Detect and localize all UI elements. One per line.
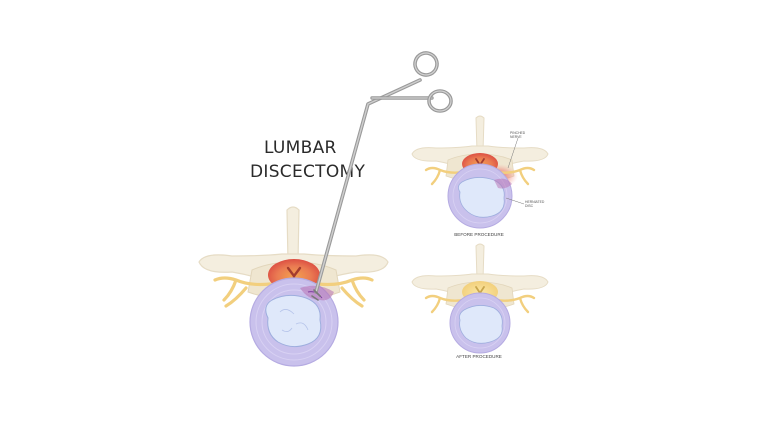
surgical-grasper <box>311 51 453 301</box>
before-procedure-figure: PINCHED NERVE HERNIATED DISC BEFORE PROC… <box>411 115 549 237</box>
after-procedure-figure: AFTER PROCEDURE <box>411 243 549 359</box>
title-line-1: LUMBAR <box>264 138 337 158</box>
after-procedure-caption: AFTER PROCEDURE <box>456 354 502 359</box>
before-procedure-caption: BEFORE PROCEDURE <box>454 232 504 237</box>
label-pinched-nerve-line-2: NERVE <box>510 135 522 139</box>
title-line-2: DISCECTOMY <box>250 162 366 182</box>
label-herniated-disc-line-1: HERNIATED <box>525 200 545 204</box>
label-herniated-disc-line-2: DISC <box>525 204 534 208</box>
main-nerve-roots <box>213 276 374 308</box>
label-pinched-nerve-line-1: PINCHED <box>510 131 526 135</box>
diagram-title: LUMBAR DISCECTOMY <box>250 136 365 184</box>
main-vertebra <box>198 206 389 367</box>
main-disc <box>249 277 339 367</box>
